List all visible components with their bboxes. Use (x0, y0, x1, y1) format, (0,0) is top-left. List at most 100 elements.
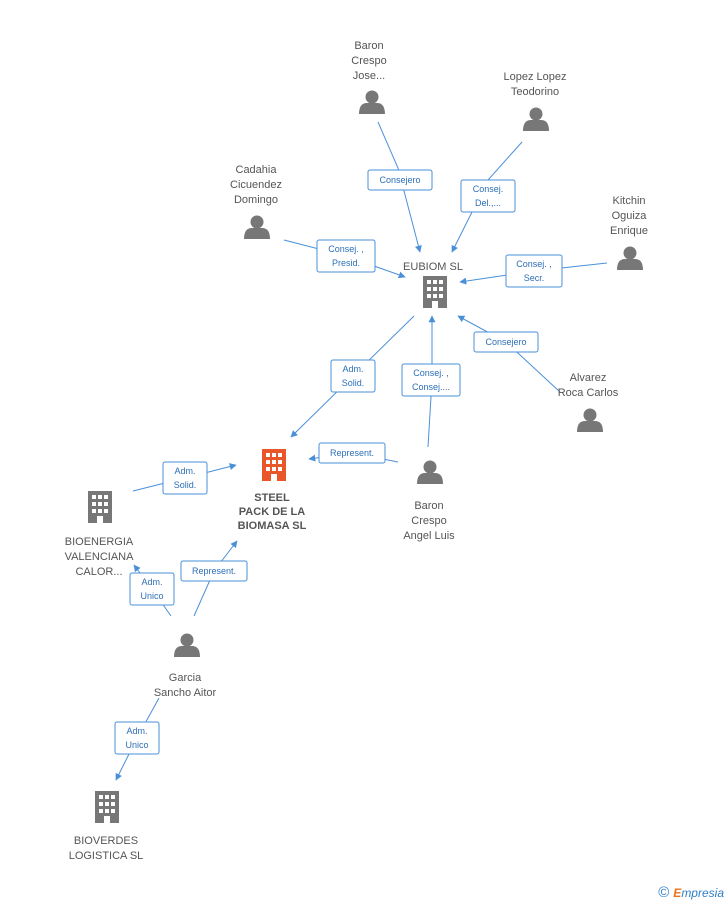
edge-label[interactable]: Consej. ,Consej.... (401, 363, 461, 397)
edge-label-text: Adm. (342, 364, 363, 374)
node-label: Lopez Lopez (504, 71, 567, 83)
node-label: Teodorino (511, 86, 559, 98)
edge-label[interactable]: Consejero (367, 169, 433, 191)
node-bioenergia[interactable]: BIOENERGIA VALENCIANA CALOR... (65, 491, 135, 578)
edge-label[interactable]: Consej. Del.,... (460, 179, 516, 213)
node-label: EUBIOM SL (403, 261, 463, 273)
edge-bioenergia-to-steel: Adm. Solid. (132, 461, 237, 495)
node-steel[interactable]: STEEL PACK DE LA BIOMASA SL (238, 449, 307, 532)
edge-label-box (367, 169, 433, 191)
edge-label-text: Unico (140, 591, 163, 601)
edge-label-text: Consejero (485, 337, 526, 347)
edge-label-text: Adm. (126, 726, 147, 736)
edge-label-text: Unico (125, 740, 148, 750)
node-label: PACK DE LA (239, 506, 305, 518)
edge-label-text: Adm. (174, 466, 195, 476)
edge-kitchin-to-eubiom: Consej. , Secr. (459, 254, 608, 288)
edge-baron-angel-to-eubiom: Consej. ,Consej.... (401, 315, 461, 448)
edge-label[interactable]: Consej. , Presid. (316, 239, 376, 273)
node-label: Sancho Aitor (154, 687, 217, 699)
node-label: BIOENERGIA (65, 536, 134, 548)
edge-label[interactable]: Adm. Unico (114, 721, 160, 755)
edge-label-box (330, 359, 376, 393)
edge-label-text: Secr. (524, 273, 545, 283)
building-icon (88, 491, 112, 523)
edge-label-text: Solid. (174, 480, 197, 490)
edge-label[interactable]: Represent. (318, 442, 386, 464)
edge-alvarez-to-eubiom: Consejero (457, 315, 561, 393)
edge-label-text: Solid. (342, 378, 365, 388)
node-eubiom[interactable]: EUBIOM SL (403, 261, 463, 308)
edge-eubiom-to-steel: Adm. Solid. (290, 315, 415, 438)
edge-label-box (114, 721, 160, 755)
edge-label-text: Consej. (473, 184, 504, 194)
edge-cadahia-to-eubiom: Consej. , Presid. (283, 239, 406, 279)
node-label: Roca Carlos (558, 387, 619, 399)
node-label: VALENCIANA (65, 551, 135, 563)
node-label: Angel Luis (403, 530, 455, 542)
node-label: Cadahia (236, 164, 278, 176)
node-label: BIOVERDES (74, 835, 138, 847)
person-icon (244, 215, 270, 239)
node-label: Alvarez (570, 372, 607, 384)
edge-label-text: Consej.... (412, 382, 450, 392)
node-label: LOGISTICA SL (69, 850, 144, 862)
node-label: Domingo (234, 194, 278, 206)
edge-label[interactable]: Adm. Unico (129, 572, 175, 606)
node-label: Crespo (411, 515, 446, 527)
edge-garcia-to-bioverdes: Adm. Unico (114, 697, 160, 781)
node-label: Jose... (353, 70, 385, 82)
edge-label-text: Adm. (141, 577, 162, 587)
edge-line (377, 121, 422, 253)
footer-brand: © Empresia (658, 884, 724, 901)
node-label: Baron (414, 500, 443, 512)
building-icon (423, 276, 447, 308)
edge-label-text: Consej. , (328, 244, 364, 254)
node-baron-jose[interactable]: BaronCrespoJose... (351, 40, 387, 114)
edge-label-box (505, 254, 563, 288)
edge-label-text: Consej. , (516, 259, 552, 269)
person-icon (174, 633, 200, 657)
edge-label-box (180, 560, 248, 582)
edge-label-text: Presid. (332, 258, 360, 268)
brand-logo[interactable]: Empresia (673, 886, 724, 900)
node-label: Enrique (610, 225, 648, 237)
person-icon (523, 107, 549, 131)
node-label: STEEL (254, 492, 290, 504)
node-label: BIOMASA SL (238, 520, 307, 532)
main-company-building-icon (262, 449, 286, 481)
node-label: CALOR... (75, 566, 122, 578)
edge-label-text: Consejero (379, 175, 420, 185)
edge-baron-angel-to-steel: Represent. (308, 442, 399, 464)
edge-label[interactable]: Consejero (473, 331, 539, 353)
node-label: Kitchin (612, 195, 645, 207)
brand-name: mpresia (681, 885, 724, 900)
edge-label-box (316, 239, 376, 273)
node-label: Oguiza (612, 210, 648, 222)
copyright-icon: © (658, 884, 670, 901)
edge-label-box (473, 331, 539, 353)
person-icon (359, 90, 385, 114)
edge-label-box (401, 363, 461, 397)
edge-label[interactable]: Adm. Solid. (330, 359, 376, 393)
edge-garcia-to-bioenergia: Adm. Unico (129, 564, 175, 617)
edge-label[interactable]: Represent. (180, 560, 248, 582)
edge-label-text: Represent. (192, 566, 236, 576)
edge-label-text: Del.,... (475, 198, 501, 208)
edge-label-box (318, 442, 386, 464)
node-label: Crespo (351, 55, 386, 67)
edge-label[interactable]: Consej. , Secr. (505, 254, 563, 288)
edge-garcia-to-steel: Represent. (180, 540, 248, 617)
edge-lopez-to-eubiom: Consej. Del.,... (451, 141, 523, 253)
node-bioverdes[interactable]: BIOVERDES LOGISTICA SL (69, 791, 144, 862)
edge-baron-jose-to-eubiom: Consejero (367, 121, 433, 253)
person-icon (417, 460, 443, 484)
node-label: Garcia (169, 672, 202, 684)
edge-label[interactable]: Adm. Solid. (162, 461, 208, 495)
